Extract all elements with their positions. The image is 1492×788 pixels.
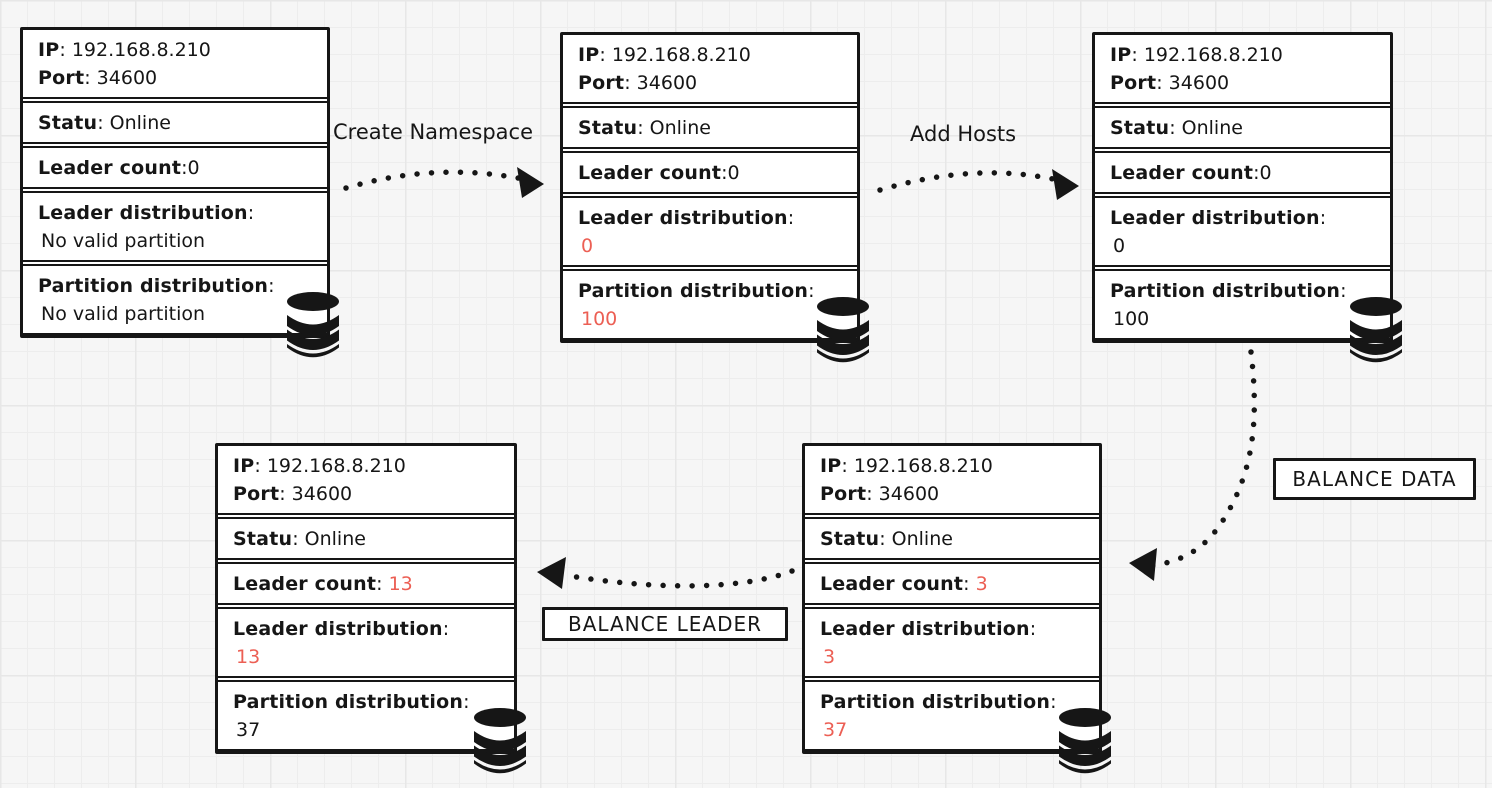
balance-leader-label: BALANCE LEADER bbox=[542, 607, 788, 641]
leader-distribution-value: 0 bbox=[1113, 235, 1126, 257]
partition-distribution-label: Partition distribution: bbox=[578, 280, 815, 302]
balance-data-arrow bbox=[1129, 349, 1258, 581]
leader-distribution-label: Leader distribution: bbox=[233, 618, 450, 640]
partition-distribution-label: Partition distribution: bbox=[1110, 280, 1347, 302]
leader-count-row: Leader count: 13 bbox=[233, 573, 413, 595]
database-icon bbox=[1059, 708, 1111, 774]
port-row: Port: 34600 bbox=[233, 483, 353, 505]
leader-count-row: Leader count:0 bbox=[38, 157, 200, 179]
database-icon bbox=[287, 292, 339, 358]
create-namespace-label: Create Namespace bbox=[333, 120, 534, 144]
node-leader-distribution-section: Leader distribution: 3 bbox=[805, 607, 1099, 678]
status-row: Statu: Online bbox=[578, 117, 711, 139]
node-leader-distribution-section: Leader distribution: 0 bbox=[1095, 196, 1390, 267]
ip-row: IP: 192.168.8.210 bbox=[820, 455, 993, 477]
node-leader-count-section: Leader count: 13 bbox=[218, 562, 514, 605]
node-address-section: IP: 192.168.8.210 Port: 34600 bbox=[1095, 35, 1390, 104]
node-address-section: IP: 192.168.8.210 Port: 34600 bbox=[218, 446, 514, 515]
ip-row: IP: 192.168.8.210 bbox=[1110, 44, 1283, 66]
node-address-section: IP: 192.168.8.210 Port: 34600 bbox=[805, 446, 1099, 515]
add-hosts-label: Add Hosts bbox=[910, 122, 1017, 146]
partition-distribution-value: 37 bbox=[823, 719, 848, 741]
db-node-after-create-namespace: IP: 192.168.8.210 Port: 34600 Statu: Onl… bbox=[560, 32, 869, 363]
leader-count-row: Leader count:0 bbox=[1110, 162, 1272, 184]
node-leader-count-section: Leader count:0 bbox=[1095, 151, 1390, 194]
add-hosts-arrow bbox=[877, 169, 1079, 200]
node-leader-count-section: Leader count:0 bbox=[563, 151, 857, 194]
node-status-section: Statu: Online bbox=[563, 106, 857, 149]
db-node-after-balance-data: IP: 192.168.8.210 Port: 34600 Statu: Onl… bbox=[802, 443, 1111, 774]
partition-distribution-label: Partition distribution: bbox=[820, 691, 1057, 713]
leader-distribution-value: 0 bbox=[581, 235, 594, 257]
status-row: Statu: Online bbox=[1110, 117, 1243, 139]
balance-data-label: BALANCE DATA bbox=[1273, 458, 1476, 500]
port-row: Port: 34600 bbox=[578, 72, 698, 94]
leader-distribution-label: Leader distribution: bbox=[1110, 207, 1327, 229]
leader-distribution-value: 13 bbox=[236, 646, 261, 668]
node-status-section: Statu: Online bbox=[218, 517, 514, 560]
leader-distribution-label: Leader distribution: bbox=[820, 618, 1037, 640]
node-partition-distribution-section: Partition distribution: No valid partiti… bbox=[23, 264, 327, 335]
status-row: Statu: Online bbox=[820, 528, 953, 550]
node-address-section: IP: 192.168.8.210 Port: 34600 bbox=[563, 35, 857, 104]
port-row: Port: 34600 bbox=[820, 483, 940, 505]
partition-distribution-label: Partition distribution: bbox=[38, 275, 275, 297]
port-row: Port: 34600 bbox=[1110, 72, 1230, 94]
database-icon bbox=[817, 297, 869, 363]
node-partition-distribution-section: Partition distribution: 100 bbox=[563, 269, 857, 340]
partition-distribution-value: No valid partition bbox=[41, 303, 206, 325]
db-node-after-add-hosts: IP: 192.168.8.210 Port: 34600 Statu: Onl… bbox=[1092, 32, 1402, 363]
port-row: Port: 34600 bbox=[38, 67, 158, 89]
ip-row: IP: 192.168.8.210 bbox=[38, 39, 211, 61]
status-row: Statu: Online bbox=[38, 112, 171, 134]
leader-distribution-label: Leader distribution: bbox=[578, 207, 795, 229]
node-partition-distribution-section: Partition distribution: 37 bbox=[805, 680, 1099, 751]
partition-distribution-value: 100 bbox=[581, 308, 618, 330]
node-address-section: IP: 192.168.8.210 Port: 34600 bbox=[23, 30, 327, 99]
ip-row: IP: 192.168.8.210 bbox=[233, 455, 406, 477]
db-node-initial: IP: 192.168.8.210 Port: 34600 Statu: Onl… bbox=[20, 27, 339, 358]
status-row: Statu: Online bbox=[233, 528, 366, 550]
node-leader-count-section: Leader count:0 bbox=[23, 146, 327, 189]
node-partition-distribution-section: Partition distribution: 37 bbox=[218, 680, 514, 751]
partition-distribution-label: Partition distribution: bbox=[233, 691, 470, 713]
node-partition-distribution-section: Partition distribution: 100 bbox=[1095, 269, 1390, 340]
database-icon bbox=[1350, 297, 1402, 363]
node-status-section: Statu: Online bbox=[23, 101, 327, 144]
node-leader-distribution-section: Leader distribution: No valid partition bbox=[23, 191, 327, 262]
create-namespace-arrow bbox=[343, 167, 544, 198]
leader-distribution-label: Leader distribution: bbox=[38, 202, 255, 224]
database-icon bbox=[474, 708, 526, 774]
leader-distribution-value: 3 bbox=[823, 646, 836, 668]
node-leader-distribution-section: Leader distribution: 0 bbox=[563, 196, 857, 267]
ip-row: IP: 192.168.8.210 bbox=[578, 44, 751, 66]
node-leader-count-section: Leader count: 3 bbox=[805, 562, 1099, 605]
leader-count-row: Leader count: 3 bbox=[820, 573, 988, 595]
leader-count-row: Leader count:0 bbox=[578, 162, 740, 184]
partition-distribution-value: 100 bbox=[1113, 308, 1150, 330]
partition-distribution-value: 37 bbox=[236, 719, 261, 741]
leader-distribution-value: No valid partition bbox=[41, 230, 206, 252]
db-node-after-balance-leader: IP: 192.168.8.210 Port: 34600 Statu: Onl… bbox=[215, 443, 526, 774]
balance-leader-arrow bbox=[537, 557, 795, 589]
node-leader-distribution-section: Leader distribution: 13 bbox=[218, 607, 514, 678]
node-status-section: Statu: Online bbox=[805, 517, 1099, 560]
node-status-section: Statu: Online bbox=[1095, 106, 1390, 149]
